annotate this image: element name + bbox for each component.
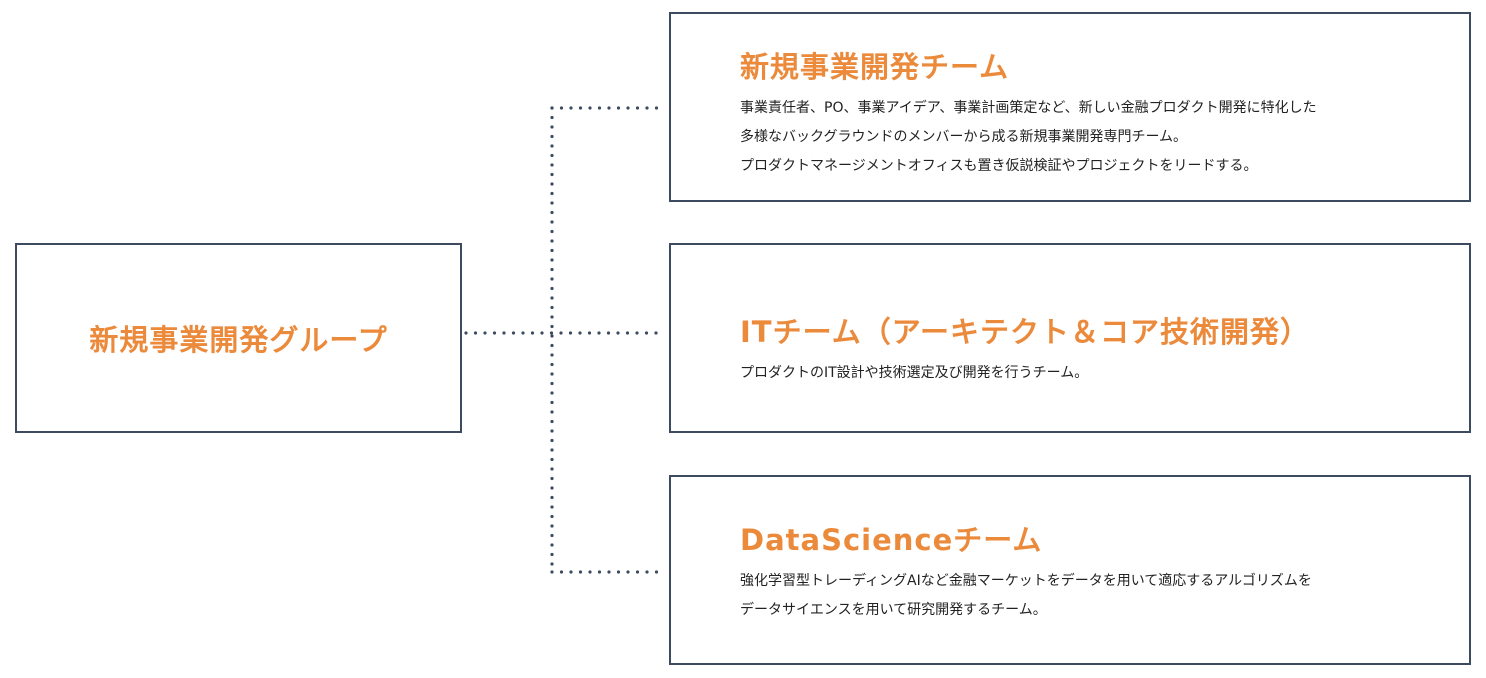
team-description-line: 強化学習型トレーディングAIなど金融マーケットをデータを用いて適応するアルゴリズ… xyxy=(740,573,1312,589)
group-box: 新規事業開発グループ xyxy=(15,243,462,433)
team-content: ITチーム（アーキテクト＆コア技術開発） プロダクトのIT設計や技術選定及び開発… xyxy=(740,313,1449,388)
group-title: 新規事業開発グループ xyxy=(89,323,388,357)
team-content: DataScienceチーム 強化学習型トレーディングAIなど金融マーケットをデ… xyxy=(740,521,1449,625)
team-description-line: データサイエンスを用いて研究開発するチーム。 xyxy=(740,602,1047,618)
team-content: 新規事業開発チーム 事業責任者、PO、事業アイデア、事業計画策定など、新しい金融… xyxy=(740,48,1449,181)
team-box-new-business: 新規事業開発チーム 事業責任者、PO、事業アイデア、事業計画策定など、新しい金融… xyxy=(669,12,1471,202)
team-description-line: 事業責任者、PO、事業アイデア、事業計画策定など、新しい金融プロダクト開発に特化… xyxy=(740,100,1317,116)
team-title: 新規事業開発チーム xyxy=(740,50,1010,84)
team-description-line: プロダクトのIT設計や技術選定及び開発を行うチーム。 xyxy=(740,365,1089,381)
team-box-it: ITチーム（アーキテクト＆コア技術開発） プロダクトのIT設計や技術選定及び開発… xyxy=(669,243,1471,433)
team-title: ITチーム（アーキテクト＆コア技術開発） xyxy=(740,315,1310,349)
team-box-datascience: DataScienceチーム 強化学習型トレーディングAIなど金融マーケットをデ… xyxy=(669,475,1471,665)
team-title: DataScienceチーム xyxy=(740,523,1043,557)
team-description-line: 多様なバックグラウンドのメンバーから成る新規事業開発専門チーム。 xyxy=(740,129,1188,145)
team-description-line: プロダクトマネージメントオフィスも置き仮説検証やプロジェクトをリードする。 xyxy=(740,158,1258,174)
